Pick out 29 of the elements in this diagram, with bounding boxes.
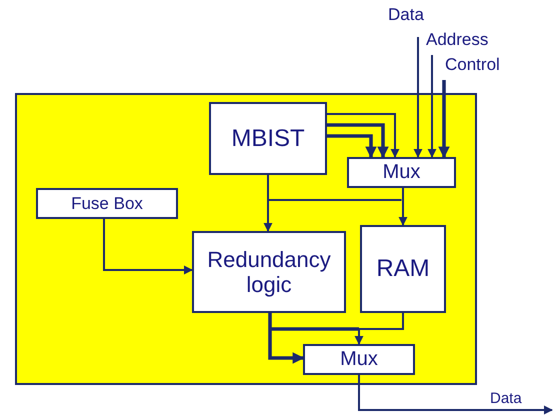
signal-label: Control [445, 55, 500, 75]
chip-panel [15, 93, 477, 385]
arrow [327, 134, 377, 158]
signal-label: Address [426, 30, 488, 50]
block-box [209, 102, 327, 175]
block-box [360, 225, 446, 313]
block-box [303, 344, 415, 375]
block-box [36, 188, 178, 219]
arrow [103, 219, 193, 274]
block-label: RAM [376, 255, 430, 283]
block-label: Redundancy logic [206, 246, 332, 298]
block-box [347, 157, 456, 188]
arrow [327, 113, 400, 158]
block-label: Mux [340, 348, 378, 371]
arrow [327, 123, 389, 158]
arrow [438, 80, 450, 158]
arrow [264, 174, 402, 232]
arrow [268, 311, 361, 364]
arrow [398, 188, 408, 226]
arrow [414, 37, 422, 158]
signal-label: Data [388, 5, 424, 25]
block-label: MBIST [231, 124, 305, 152]
block-label: Fuse Box [71, 194, 143, 214]
block-label: Mux [382, 161, 420, 184]
arrow [358, 375, 553, 414]
arrow [428, 55, 436, 158]
block-box [192, 231, 346, 313]
edge-label: Data [490, 390, 522, 407]
arrow [354, 313, 404, 345]
